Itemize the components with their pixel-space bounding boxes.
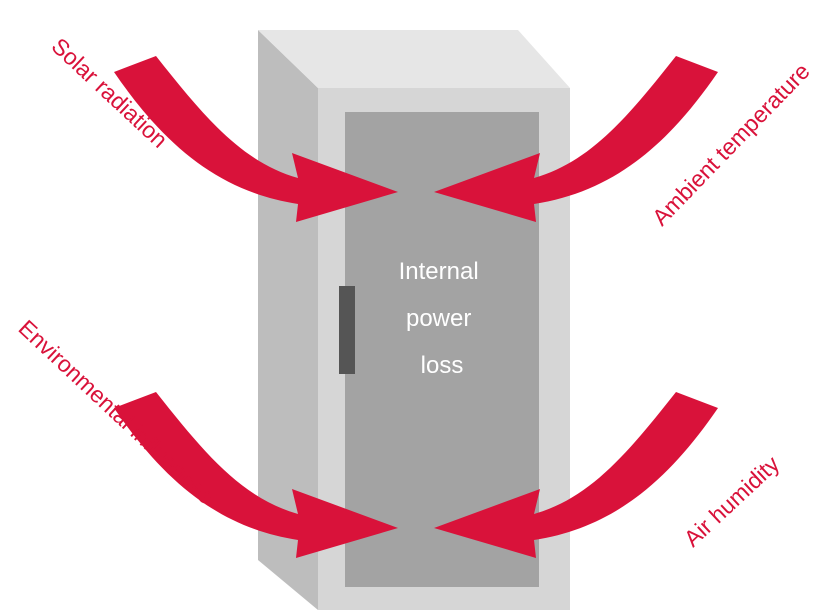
air-humidity-arrow — [434, 392, 718, 558]
internal-power-loss-line-3: loss — [421, 352, 464, 379]
air-humidity-label: Air humidity — [679, 450, 785, 551]
door-handle — [339, 286, 355, 374]
internal-power-loss-label: Internal power loss — [399, 258, 486, 379]
cabinet-top-face — [258, 30, 570, 88]
environmental-influences-arrow — [114, 392, 398, 558]
internal-power-loss-line-2: power — [406, 305, 471, 332]
ambient-temperature-arrow — [434, 56, 718, 222]
environmental-influences-label: Environmental influences — [14, 315, 220, 509]
internal-power-loss-line-1: Internal — [399, 258, 479, 285]
solar-radiation-arrow — [114, 56, 398, 222]
influence-arrows — [114, 56, 718, 558]
